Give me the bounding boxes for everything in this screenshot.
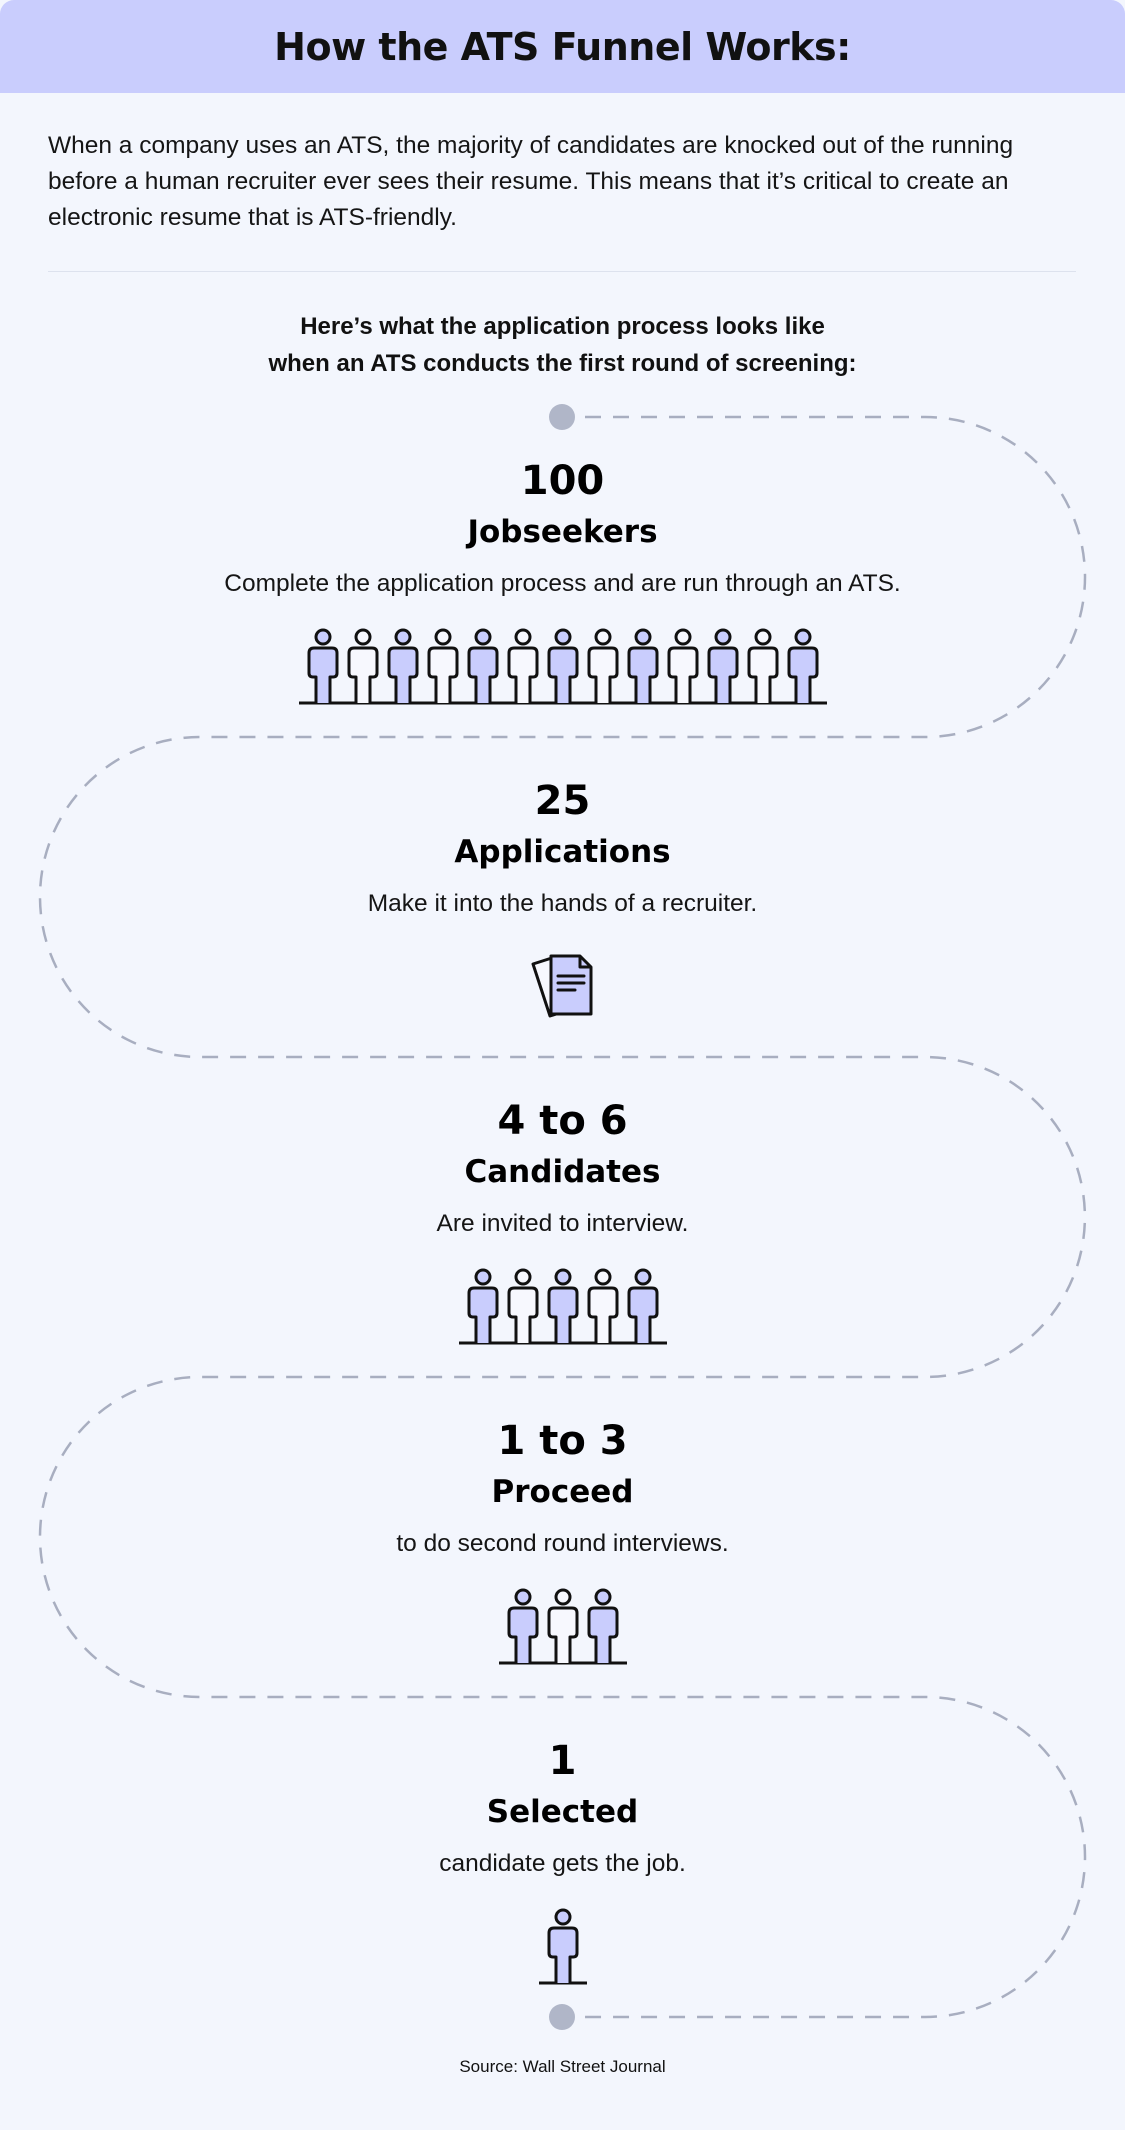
stage-description: Complete the application process and are…: [224, 570, 901, 597]
divider: [48, 271, 1076, 272]
stage-candidates: 4 to 6 Candidates Are invited to intervi…: [0, 1098, 1125, 1240]
person-icon-group: [538, 1908, 587, 1985]
documents-icon: [531, 954, 592, 1018]
stage-selected: 1 Selected candidate gets the job.: [0, 1738, 1125, 1880]
person-icon: [747, 628, 778, 703]
header-bar: How the ATS Funnel Works:: [0, 0, 1125, 93]
person-icon: [587, 1268, 618, 1343]
person-icon: [507, 1268, 538, 1343]
stage-number: 100: [520, 458, 605, 504]
person-icon: [347, 628, 378, 703]
person-icon: [507, 628, 538, 703]
person-icon: [427, 628, 458, 703]
person-icon: [627, 628, 658, 703]
person-icon: [387, 628, 418, 703]
person-icon: [707, 628, 738, 703]
person-icon: [307, 628, 338, 703]
end-dot: [549, 2004, 575, 2030]
person-icon: [507, 1588, 538, 1663]
subheading-line-1: Here’s what the application process look…: [300, 313, 825, 340]
person-icon-group: [498, 1588, 627, 1665]
source-credit: Source: Wall Street Journal: [459, 2057, 666, 2076]
stage-jobseekers: 100 Jobseekers Complete the application …: [0, 458, 1125, 600]
stage-number: 25: [534, 778, 591, 824]
jobseekers-icon-row: [0, 627, 1125, 707]
stage-description: Are invited to interview.: [436, 1210, 689, 1237]
intro-paragraph: When a company uses an ATS, the majority…: [48, 132, 1014, 231]
person-icon: [587, 628, 618, 703]
stage-label: Proceed: [491, 1474, 634, 1510]
subheading-line-2: when an ATS conducts the first round of …: [268, 350, 857, 377]
person-icon: [467, 1268, 498, 1343]
candidates-icon-row: [0, 1267, 1125, 1347]
stage-label: Candidates: [464, 1154, 661, 1190]
applications-icon-row: [0, 952, 1125, 1024]
stage-label: Applications: [454, 834, 671, 870]
proceed-icon-row: [0, 1587, 1125, 1667]
person-icon: [547, 1588, 578, 1663]
person-icon: [547, 1908, 578, 1983]
person-icon: [587, 1588, 618, 1663]
dashed-funnel-line: [38, 415, 1087, 2019]
stage-description: candidate gets the job.: [439, 1850, 686, 1877]
person-icon: [787, 628, 818, 703]
person-icon: [667, 628, 698, 703]
stage-number: 1 to 3: [497, 1418, 628, 1464]
page-title: How the ATS Funnel Works:: [274, 24, 851, 69]
stage-applications: 25 Applications Make it into the hands o…: [0, 778, 1125, 920]
process-subheading: Here’s what the application process look…: [0, 308, 1125, 382]
selected-icon-row: [0, 1907, 1125, 1987]
stage-label: Selected: [486, 1794, 639, 1830]
person-icon: [547, 628, 578, 703]
person-icon-group: [298, 628, 827, 705]
stage-label: Jobseekers: [467, 514, 658, 550]
stage-description: to do second round interviews.: [396, 1530, 729, 1557]
stage-number: 1: [548, 1738, 577, 1784]
stage-description: Make it into the hands of a recruiter.: [367, 890, 758, 917]
person-icon-group: [458, 1268, 667, 1345]
stage-proceed: 1 to 3 Proceed to do second round interv…: [0, 1418, 1125, 1560]
stage-number: 4 to 6: [497, 1098, 628, 1144]
person-icon: [627, 1268, 658, 1343]
start-dot: [549, 404, 575, 430]
person-icon: [467, 628, 498, 703]
person-icon: [547, 1268, 578, 1343]
